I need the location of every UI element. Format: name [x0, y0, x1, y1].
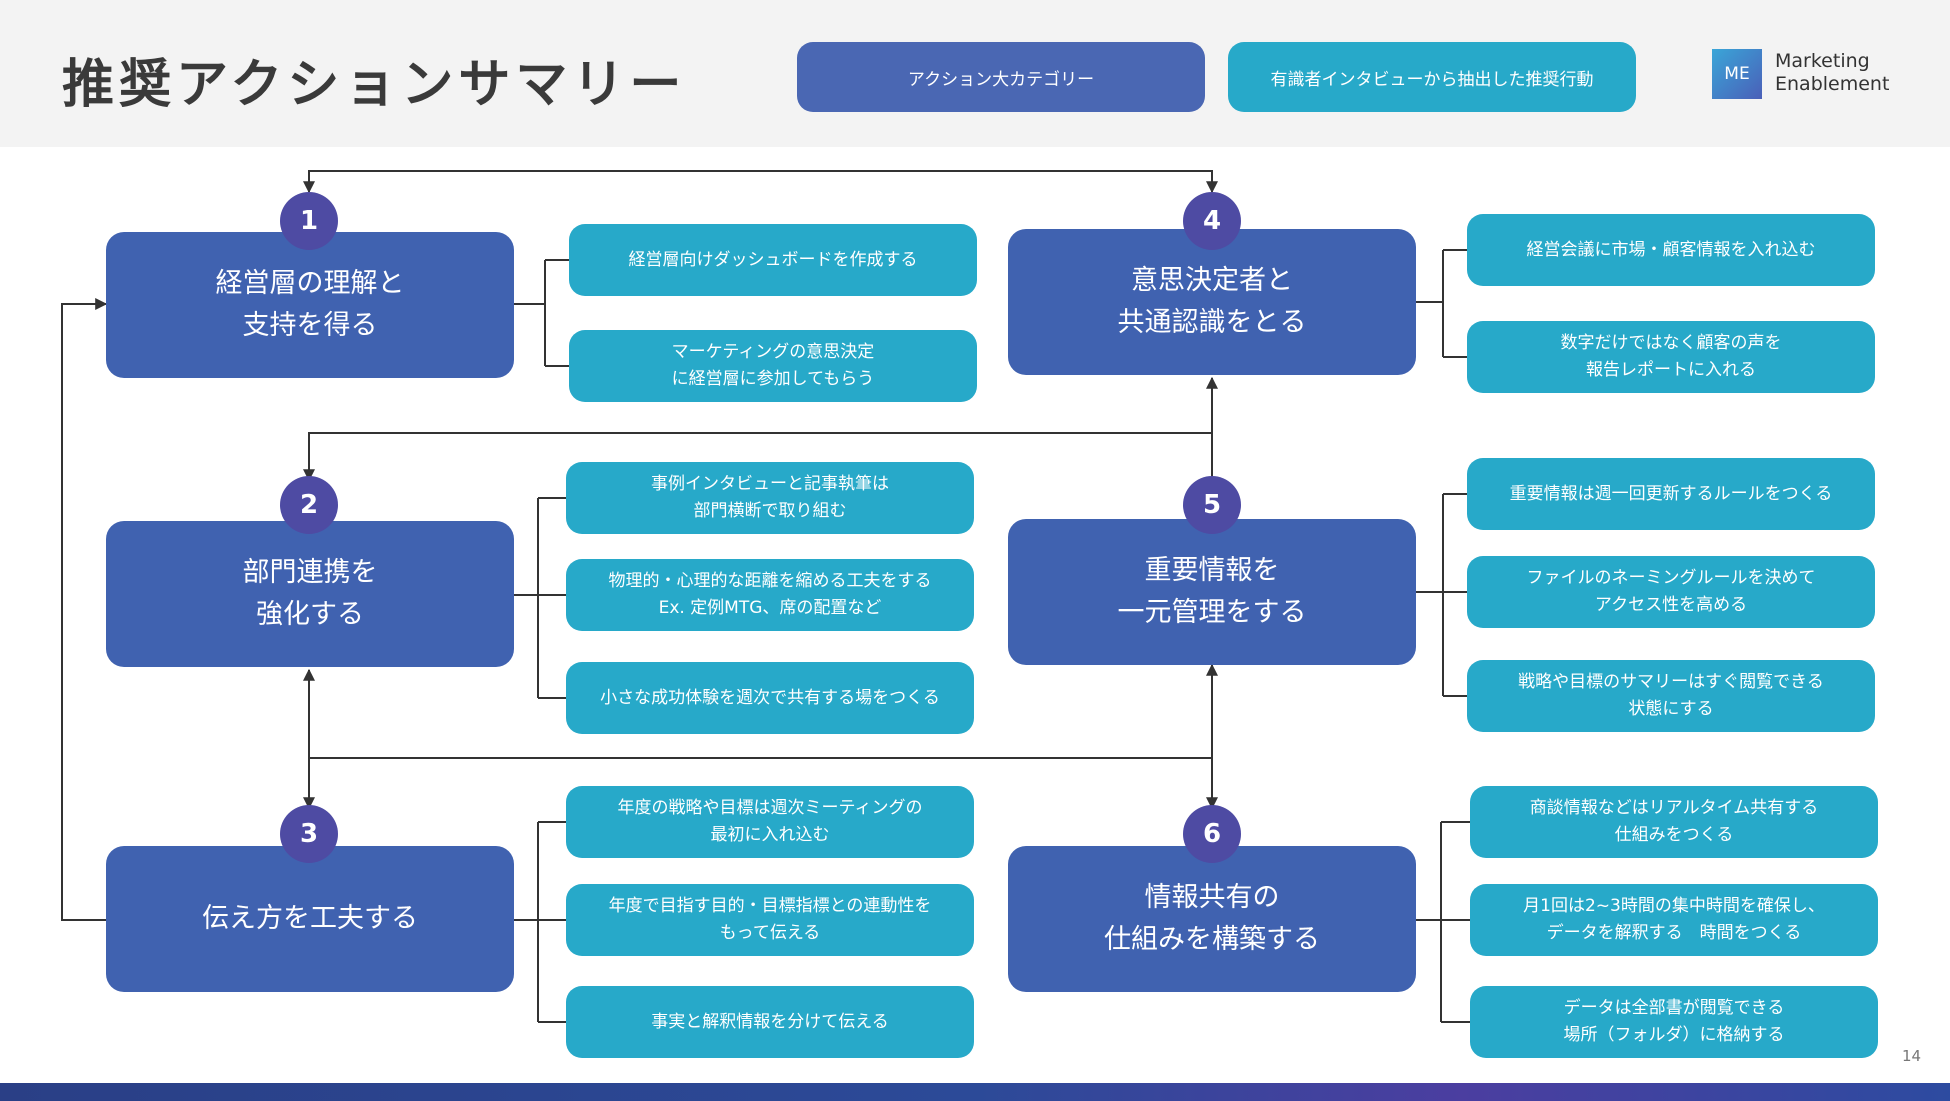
bracket-5 [1416, 493, 1467, 697]
category-5-line-1: 重要情報を [1144, 555, 1280, 586]
action-2-2-line-1: 物理的・心理的な距離を縮める工夫をする [608, 571, 932, 591]
link-1-4 [303, 170, 1218, 194]
action-1-2-line-2: に経営層に参加してもらう [671, 369, 875, 389]
action-6-2: 月1回は2~3時間の集中時間を確保し、 データを解釈する 時間をつくる [1470, 884, 1878, 956]
page-title: 推奨アクションサマリー [62, 55, 687, 115]
logo-text: Marketing Enablement [1775, 50, 1889, 96]
legend-action: 有識者インタビューから抽出した推奨行動 [1228, 42, 1636, 112]
action-2-2: 物理的・心理的な距離を縮める工夫をする Ex. 定例MTG、席の配置など [566, 559, 974, 631]
action-6-2-line-2: データを解釈する 時間をつくる [1546, 923, 1802, 943]
action-3-2-line-2: もって伝える [719, 923, 821, 943]
action-4-2: 数字だけではなく顧客の声を 報告レポートに入れる [1467, 321, 1875, 393]
bracket-1 [514, 259, 569, 367]
category-2-box: 部門連携を 強化する [106, 521, 514, 667]
category-2-line-1: 部門連携を [242, 557, 378, 588]
category-6-line-2: 仕組みを構築する [1104, 924, 1320, 955]
logo-line-2: Enablement [1775, 73, 1890, 95]
logo-line-1: Marketing [1775, 50, 1870, 72]
action-5-3: 戦略や目標のサマリーはすぐ閲覧できる 状態にする [1467, 660, 1875, 732]
legend-category: アクション大カテゴリー [797, 42, 1205, 112]
action-5-2-line-2: アクセス性を高める [1594, 595, 1748, 615]
bracket-3 [514, 821, 566, 1023]
action-6-1-line-1: 商談情報などはリアルタイム共有する [1529, 798, 1819, 818]
category-6-badge: 6 [1183, 805, 1241, 863]
link-3-1 [61, 298, 108, 921]
action-4-1-line-1: 経営会議に市場・顧客情報を入れ込む [1526, 239, 1816, 260]
action-6-3: データは全部書が閲覧できる 場所（フォルダ）に格納する [1470, 986, 1878, 1058]
action-2-2-line-2: Ex. 定例MTG、席の配置など [658, 598, 882, 618]
bracket-6 [1416, 821, 1470, 1023]
header: 推奨アクションサマリー アクション大カテゴリー 有識者インタビューから抽出した推… [0, 0, 1950, 147]
category-4-line-2: 共通認識をとる [1117, 307, 1307, 338]
page-number: 14 [1902, 1047, 1922, 1065]
category-4-line-1: 意思決定者と [1131, 265, 1293, 296]
category-1-line-2: 支持を得る [242, 310, 378, 341]
link-5-2 [303, 432, 1212, 482]
action-1-1: 経営層向けダッシュボードを作成する [569, 224, 977, 296]
action-6-1-line-2: 仕組みをつくる [1614, 825, 1734, 845]
action-6-2-line-1: 月1回は2~3時間の集中時間を確保し、 [1523, 896, 1825, 916]
category-5-box: 重要情報を 一元管理をする [1008, 519, 1416, 665]
action-5-3-line-1: 戦略や目標のサマリーはすぐ閲覧できる [1518, 672, 1824, 692]
action-4-1: 経営会議に市場・顧客情報を入れ込む [1467, 214, 1875, 286]
action-4-2-line-2: 報告レポートに入れる [1586, 360, 1756, 380]
category-6-line-1: 情報共有の [1144, 882, 1280, 913]
action-1-2: マーケティングの意思決定 に経営層に参加してもらう [569, 330, 977, 402]
category-4-box: 意思決定者と 共通認識をとる [1008, 229, 1416, 375]
category-2-badge: 2 [280, 476, 338, 534]
category-3-line-1: 伝え方を工夫する [202, 903, 418, 934]
action-2-3-line-1: 小さな成功体験を週次で共有する場をつくる [600, 687, 940, 708]
action-1-1-line-1: 経営層向けダッシュボードを作成する [628, 249, 918, 270]
category-3-box: 伝え方を工夫する [106, 846, 514, 992]
category-1-line-1: 経営層の理解と [215, 268, 405, 299]
action-5-1-line-1: 重要情報は週一回更新するルールをつくる [1509, 483, 1833, 504]
category-1-box: 経営層の理解と 支持を得る [106, 232, 514, 378]
action-3-3: 事実と解釈情報を分けて伝える [566, 986, 974, 1058]
category-5-line-2: 一元管理をする [1117, 597, 1307, 628]
bracket-2 [514, 497, 566, 699]
action-5-2: ファイルのネーミングルールを決めて アクセス性を高める [1467, 556, 1875, 628]
footer-bar [0, 1083, 1950, 1101]
category-3-badge: 3 [280, 805, 338, 863]
action-2-3: 小さな成功体験を週次で共有する場をつくる [566, 662, 974, 734]
action-2-1-line-1: 事例インタビューと記事執筆は [651, 474, 889, 494]
logo-icon: ME [1712, 49, 1762, 99]
bracket-4 [1416, 249, 1467, 358]
category-5-badge: 5 [1183, 476, 1241, 534]
action-5-2-line-1: ファイルのネーミングルールを決めて [1526, 568, 1816, 588]
action-6-3-line-1: データは全部書が閲覧できる [1563, 998, 1785, 1018]
category-6-box: 情報共有の 仕組みを構築する [1008, 846, 1416, 992]
action-5-1: 重要情報は週一回更新するルールをつくる [1467, 458, 1875, 530]
category-4-badge: 4 [1183, 192, 1241, 250]
action-3-1-line-1: 年度の戦略や目標は週次ミーティングの [617, 798, 923, 818]
action-2-1: 事例インタビューと記事執筆は 部門横断で取り組む [566, 462, 974, 534]
action-5-3-line-2: 状態にする [1628, 699, 1714, 719]
action-3-1: 年度の戦略や目標は週次ミーティングの 最初に入れ込む [566, 786, 974, 858]
category-2-line-2: 強化する [256, 599, 364, 630]
action-3-3-line-1: 事実と解釈情報を分けて伝える [651, 1011, 889, 1032]
action-6-1: 商談情報などはリアルタイム共有する 仕組みをつくる [1470, 786, 1878, 858]
category-1-badge: 1 [280, 192, 338, 250]
action-6-3-line-2: 場所（フォルダ）に格納する [1563, 1025, 1785, 1045]
action-4-2-line-1: 数字だけではなく顧客の声を [1560, 333, 1782, 353]
action-3-2: 年度で目指す目的・目標指標との連動性を もって伝える [566, 884, 974, 956]
action-1-2-line-1: マーケティングの意思決定 [671, 342, 875, 362]
action-3-1-line-2: 最初に入れ込む [710, 825, 830, 845]
action-3-2-line-1: 年度で目指す目的・目標指標との連動性を [608, 896, 932, 916]
action-2-1-line-2: 部門横断で取り組む [693, 501, 847, 521]
